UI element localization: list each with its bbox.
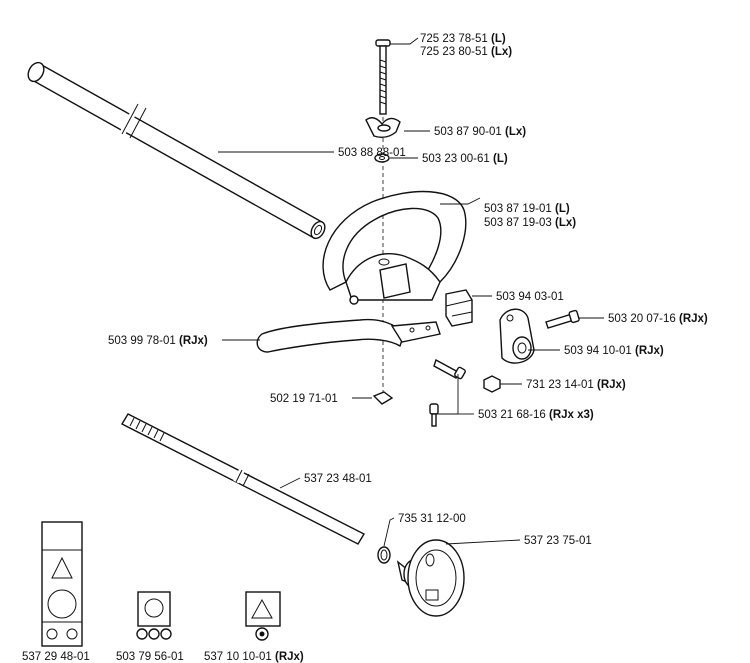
- bar-handle-part: [256, 318, 441, 353]
- washer-part: [374, 153, 390, 163]
- label-handle-alt: 503 87 19-03 (Lx): [484, 217, 576, 229]
- drum-part: [396, 539, 465, 617]
- decal-head-part: [136, 591, 172, 640]
- leader-lines: [218, 37, 604, 547]
- bolt-part: [375, 39, 391, 115]
- hex-nut-part: [483, 375, 501, 393]
- label-nut: 731 23 14-01 (RJx): [526, 379, 626, 391]
- decal-rjx-part: [245, 591, 281, 641]
- label-bracket: 503 94 10-01 (RJx): [564, 345, 664, 357]
- shaft-part: [121, 413, 365, 545]
- label-screws: 503 21 68-16 (RJx x3): [478, 409, 594, 421]
- label-tube: 503 88 88-01: [338, 147, 406, 159]
- label-decal-rjx: 537 10 10-01 (RJx): [204, 651, 304, 663]
- label-wing-knob: 503 87 90-01 (Lx): [434, 126, 526, 138]
- screw-part: [545, 309, 580, 329]
- label-drum: 537 23 75-01: [524, 535, 592, 547]
- clamp-part: [445, 289, 473, 327]
- label-clamp: 503 94 03-01: [496, 291, 564, 303]
- wing-knob-part: [365, 117, 401, 139]
- ring-part: [377, 546, 391, 564]
- label-ring: 735 31 12-00: [398, 513, 466, 525]
- screws-part: [429, 358, 466, 427]
- label-washer: 503 23 00-61 (L): [422, 153, 508, 165]
- label-handle: 503 87 19-01 (L): [484, 203, 570, 215]
- label-bolt: 725 23 78-51 (L): [420, 33, 506, 45]
- label-shaft: 537 23 48-01: [304, 473, 372, 485]
- square-nut-part: [372, 391, 394, 405]
- label-decal-head: 503 79 56-01: [116, 651, 184, 663]
- label-screw: 503 20 07-16 (RJx): [608, 313, 708, 325]
- bracket-part: [499, 308, 535, 364]
- label-bolt-alt: 725 23 80-51 (Lx): [420, 46, 512, 58]
- tube-part: [27, 61, 326, 240]
- label-decal-warning: 537 29 48-01: [22, 651, 90, 663]
- decal-warning-part: [41, 521, 83, 647]
- label-square-nut: 502 19 71-01: [270, 393, 338, 405]
- label-bar-handle: 503 99 78-01 (RJx): [108, 335, 208, 347]
- loop-handle-part: [322, 190, 467, 305]
